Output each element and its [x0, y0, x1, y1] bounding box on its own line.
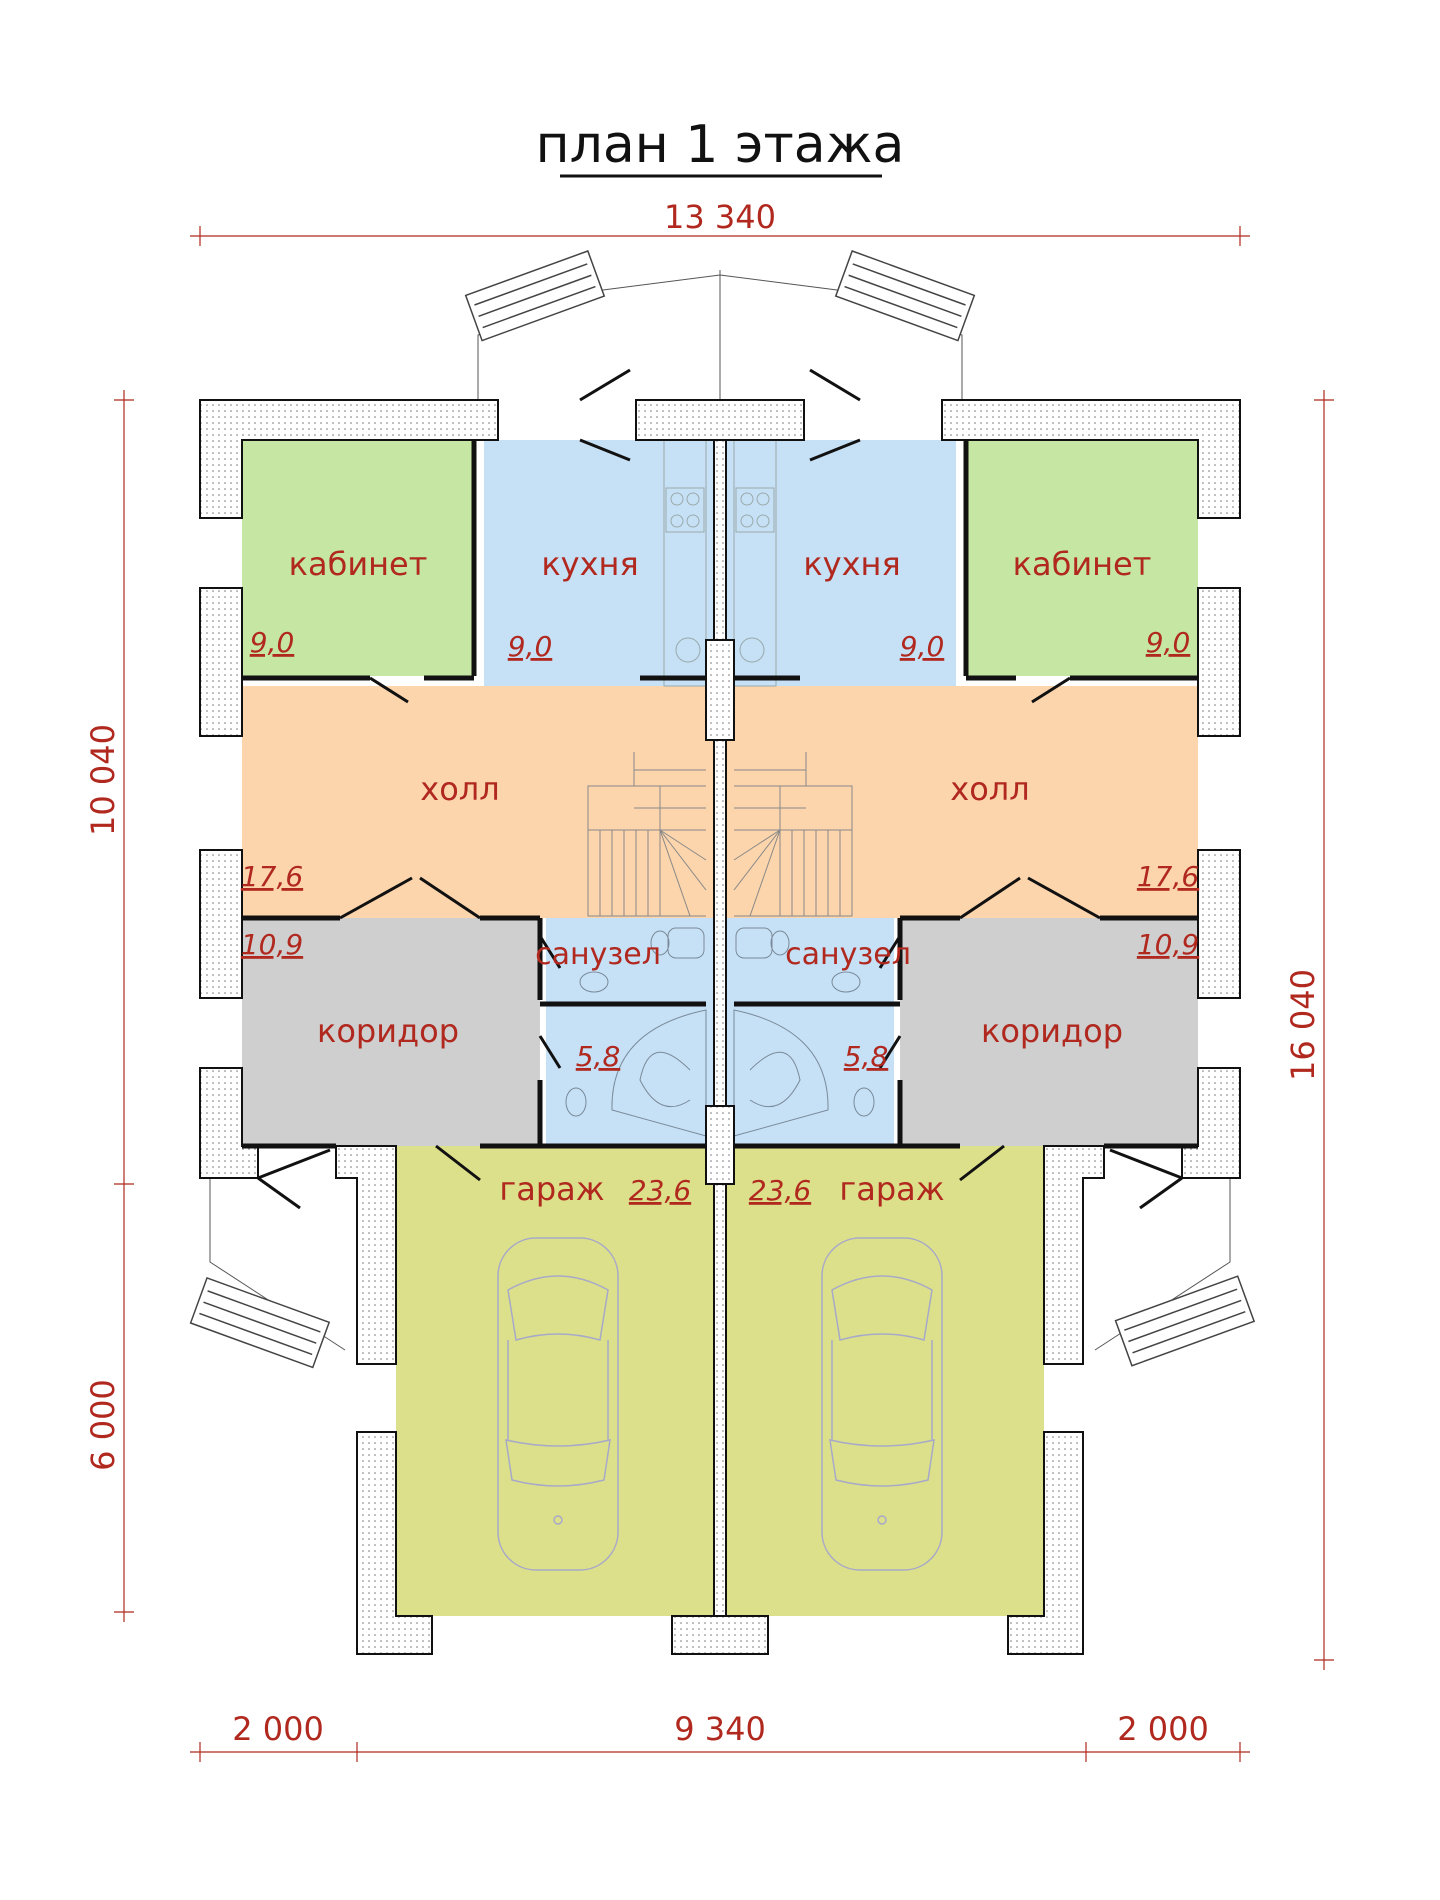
staircase	[587, 752, 853, 917]
room-hall-right	[720, 686, 1198, 918]
room-bathroom-right	[720, 918, 894, 1146]
room-office-right	[966, 440, 1198, 676]
room-corridor-right	[900, 918, 1198, 1146]
car-right	[821, 1237, 943, 1571]
room-garage-right	[720, 1146, 1044, 1616]
room-hall-left	[242, 686, 720, 918]
dim-bottom-right: 2 000	[1117, 1710, 1209, 1748]
room-office-left	[242, 440, 474, 676]
walls	[199, 399, 1241, 1655]
room-kitchen-left	[484, 440, 720, 688]
label-corridor-left: коридор	[317, 1012, 459, 1050]
label-office-left: кабинет	[289, 545, 428, 583]
room-names: кабинет кухня холл санузел коридор гараж…	[289, 545, 1152, 1208]
dim-bottom-left: 2 000	[232, 1710, 324, 1748]
room-kitchen-right	[720, 440, 956, 688]
label-kitchen-right: кухня	[803, 545, 900, 583]
dim-left-lower: 6 000	[84, 1379, 122, 1471]
label-hall-right: холл	[950, 770, 1029, 808]
label-corridor-right: коридор	[981, 1012, 1123, 1050]
room-garage-left	[396, 1146, 720, 1616]
room-bathroom-left	[546, 918, 720, 1146]
area-office-left: 9,0	[250, 626, 295, 659]
label-garage-left: гараж	[499, 1170, 604, 1208]
cars	[497, 1237, 943, 1571]
label-hall-left: холл	[420, 770, 499, 808]
dim-top: 13 340	[664, 198, 776, 236]
area-garage-right: 23,6	[749, 1174, 811, 1207]
dimension-lines	[114, 226, 1334, 1762]
area-kitchen-left: 9,0	[508, 630, 553, 663]
area-kitchen-right: 9,0	[900, 630, 945, 663]
area-bathroom-right: 5,8	[844, 1040, 889, 1073]
area-hall-left: 17,6	[241, 860, 303, 893]
bathroom-fixtures	[565, 927, 875, 1137]
area-garage-left: 23,6	[629, 1174, 691, 1207]
label-garage-right: гараж	[839, 1170, 944, 1208]
area-corridor-left: 10,9	[241, 928, 303, 961]
label-kitchen-left: кухня	[541, 545, 638, 583]
room-corridor-left	[242, 918, 540, 1146]
benches	[189, 250, 1256, 1369]
door-swings	[257, 368, 1183, 1210]
room-fills	[242, 440, 1198, 1616]
partitions	[242, 440, 1198, 1149]
area-corridor-right: 10,9	[1137, 928, 1199, 961]
dim-left-upper: 10 040	[84, 724, 122, 836]
area-bathroom-left: 5,8	[576, 1040, 621, 1073]
plan-title: план 1 этажа	[536, 115, 905, 175]
dim-right: 16 040	[1284, 969, 1322, 1081]
dim-bottom-mid: 9 340	[674, 1710, 766, 1748]
area-hall-right: 17,6	[1137, 860, 1199, 893]
label-office-right: кабинет	[1013, 545, 1152, 583]
label-bathroom-right: санузел	[785, 937, 911, 972]
car-left	[497, 1237, 619, 1571]
room-areas: 9,0 9,0 17,6 10,9 5,8 23,6 9,0 9,0 17,6 …	[241, 626, 1199, 1207]
label-bathroom-left: санузел	[535, 937, 661, 972]
area-office-right: 9,0	[1146, 626, 1191, 659]
